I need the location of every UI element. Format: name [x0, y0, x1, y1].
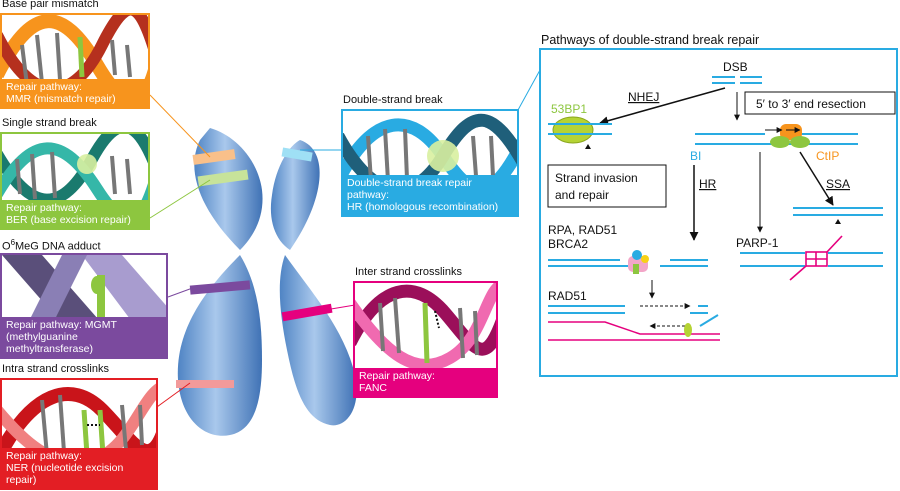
label-rpa: RPA, RAD51 — [548, 223, 617, 237]
inter-caption-line1: Repair pathway: — [359, 370, 435, 382]
intra-title: Intra strand crosslinks — [2, 363, 109, 375]
protein-53bp1 — [552, 116, 594, 144]
connector-orange — [149, 94, 211, 158]
resection-box — [744, 91, 896, 115]
label-nhej: NHEJ — [628, 90, 659, 104]
inter-title: Inter strand crosslinks — [355, 266, 462, 278]
dsb-title: Double-strand break — [343, 94, 443, 106]
intra-caption-line2: NER (nucleotide excision repair) — [6, 462, 124, 486]
chromosome-right-lower-arm — [279, 255, 357, 426]
label-53bp1: 53BP1 — [551, 102, 587, 116]
inter-caption: Repair pathway: FANC — [355, 368, 496, 396]
label-ctip: CtIP — [816, 149, 839, 163]
label-rad51: RAD51 — [548, 289, 587, 303]
strand-invasion-box — [547, 164, 667, 208]
band-magenta — [281, 303, 333, 322]
chromosome-left-lower-arm — [177, 255, 262, 436]
ssb-caption-line2: BER (base excision repair) — [6, 214, 131, 226]
inter-caption-line2: FANC — [359, 382, 388, 394]
adduct-caption-line2: (methylguanine methyltransferase) — [6, 331, 93, 355]
connector-cyan-2 — [517, 69, 541, 111]
inter-box: Repair pathway: FANC — [353, 281, 498, 398]
adduct-caption: Repair pathway: MGMT (methylguanine meth… — [2, 317, 166, 357]
intra-box: Repair pathway: NER (nucleotide excision… — [0, 378, 158, 490]
label-dsb: DSB — [723, 60, 748, 74]
band-orange — [192, 149, 236, 165]
ssb-caption: Repair pathway: BER (base excision repai… — [2, 200, 148, 228]
mismatch-box: Repair pathway: MMR (mismatch repair) — [0, 13, 150, 109]
dna-intra-image — [2, 383, 156, 468]
label-brca2: BRCA2 — [548, 237, 588, 251]
dsb-box: Double-strand break repair pathway: HR (… — [341, 109, 519, 217]
intra-caption: Repair pathway: NER (nucleotide excision… — [2, 448, 156, 488]
adduct-title-suffix: MeG DNA adduct — [15, 240, 101, 253]
mismatch-caption: Repair pathway: MMR (mismatch repair) — [2, 79, 148, 107]
connector-magenta — [324, 304, 356, 311]
mismatch-caption-line2: MMR (mismatch repair) — [6, 93, 116, 105]
arrow-ssa — [799, 151, 834, 206]
adduct-box: Repair pathway: MGMT (methylguanine meth… — [0, 253, 168, 359]
ssb-title: Single strand break — [2, 117, 97, 129]
label-hr: HR — [699, 177, 717, 191]
dna-ssb-image — [2, 134, 148, 226]
pathways-title: Pathways of double-strand break repair — [541, 33, 759, 47]
connector-green — [149, 179, 211, 219]
label-parp: PARP-1 — [736, 236, 779, 250]
parp-junction — [789, 235, 843, 281]
chromosome — [176, 128, 357, 436]
adduct-title: O6MeG DNA adduct — [2, 238, 101, 253]
band-cyan — [281, 147, 313, 162]
ssb-caption-line1: Repair pathway: — [6, 202, 82, 214]
label-strand2: and repair — [555, 188, 609, 202]
band-purple — [189, 280, 251, 295]
band-red — [176, 380, 234, 388]
label-resection: 5′ to 3′ end resection — [756, 97, 866, 111]
connector-purple — [167, 285, 199, 298]
dsb-caption: Double-strand break repair pathway: HR (… — [343, 175, 517, 215]
label-bi: BI — [690, 149, 701, 163]
band-green — [197, 169, 249, 187]
adduct-title-prefix: O — [2, 240, 11, 253]
adduct-title-sup: 6 — [10, 238, 16, 247]
chromosome-right-upper-arm — [270, 140, 320, 250]
ssb-box: Repair pathway: BER (base excision repai… — [0, 132, 150, 230]
intra-caption-line1: Repair pathway: — [6, 450, 82, 462]
chromosome-left-upper-arm — [194, 128, 263, 250]
pathway-schematic — [548, 76, 883, 341]
adduct-caption-line1: Repair pathway: MGMT — [6, 319, 117, 331]
mismatch-caption-line1: Repair pathway: — [6, 81, 82, 93]
protein-rpa — [632, 250, 642, 260]
dsb-caption-line2: HR (homologous recombination) — [347, 201, 499, 213]
dna-inter-image — [355, 283, 496, 371]
arrow-nhej — [599, 87, 726, 126]
label-strand1: Strand invasion — [555, 171, 638, 185]
mismatch-title: Base pair mismatch — [2, 0, 99, 10]
label-ssa: SSA — [826, 177, 850, 191]
pathway-labels: Pathways of double-strand break repair D… — [541, 33, 850, 303]
dsb-caption-line1: Double-strand break repair pathway: — [347, 177, 472, 201]
dna-adduct-image — [2, 255, 166, 335]
